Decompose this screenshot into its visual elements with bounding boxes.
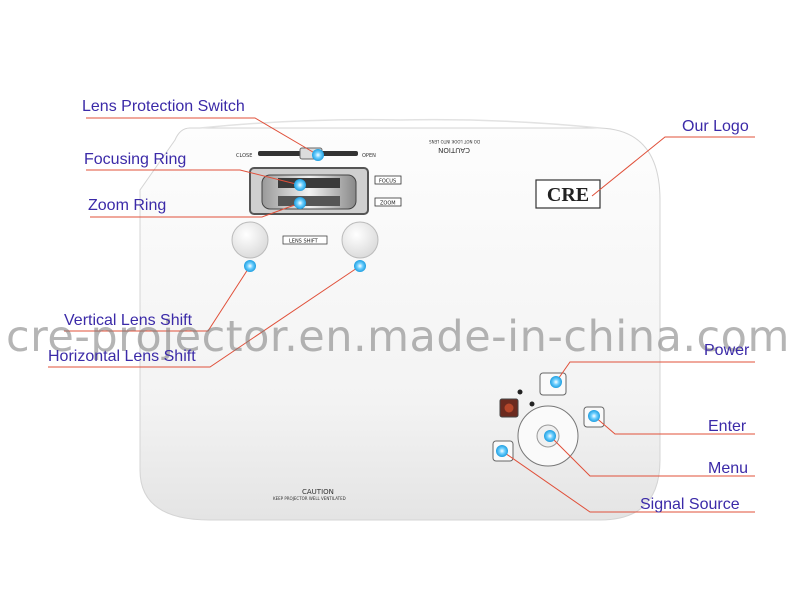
record-button-dot <box>504 403 514 413</box>
marker-focusing <box>294 179 306 191</box>
marker-menu <box>544 430 556 442</box>
marker-signal-source <box>496 445 508 457</box>
logo-brand-text: CRE <box>547 184 589 206</box>
lens-shift-tag-text: LENS SHIFT <box>289 239 319 245</box>
zoom-ring-band <box>278 196 340 206</box>
lens-shift-tag <box>282 235 328 245</box>
zoom-tag <box>374 197 402 207</box>
label-power: Power <box>704 342 750 359</box>
caution-bottom-sub: KEEP PROJECTOR WELL VENTILATED <box>273 496 346 501</box>
housing-top-ridge <box>199 118 601 129</box>
horizontal-lens-shift-knob <box>341 221 379 259</box>
leader-logo <box>591 136 755 197</box>
vertical-lens-shift-knob <box>231 221 269 259</box>
watermark-text: cre-projector.en.made-in-china.com <box>6 312 790 362</box>
marker-enter <box>588 410 600 422</box>
lens-slider-close-text: CLOSE <box>236 153 252 159</box>
label-enter: Enter <box>708 418 747 435</box>
leader-vertical-shift <box>64 265 251 332</box>
caution-top-text: CAUTION <box>438 146 470 154</box>
leader-signal-source <box>501 450 755 513</box>
label-menu: Menu <box>708 460 749 477</box>
leader-lines <box>48 117 755 513</box>
leader-zoom <box>90 202 301 218</box>
focus-ring-band <box>278 178 340 188</box>
label-zoom-ring: Zoom Ring <box>88 197 167 214</box>
marker-power <box>550 376 562 388</box>
leader-menu <box>549 435 755 477</box>
logo-plate <box>535 179 601 209</box>
label-lens-protection-switch: Lens Protection Switch <box>82 98 245 115</box>
marker-horizontal-shift <box>354 260 366 272</box>
caution-bottom-text: CAUTION <box>302 488 334 496</box>
marker-zoom <box>294 197 306 209</box>
marker-vertical-shift <box>244 260 256 272</box>
caution-top-sub: DO NOT LOOK INTO LENS <box>429 139 480 144</box>
focus-tag <box>374 175 402 185</box>
leader-horizontal-shift <box>48 265 361 368</box>
focus-tag-text: FOCUS <box>379 179 396 185</box>
leader-lens-protection <box>86 117 319 156</box>
marker-lens-protection <box>312 149 324 161</box>
label-signal-source: Signal Source <box>640 496 740 513</box>
leader-power <box>555 361 755 383</box>
leader-enter <box>593 415 755 435</box>
indicator-led-1 <box>517 389 523 395</box>
label-focusing-ring: Focusing Ring <box>84 151 187 168</box>
zoom-tag-text: ZOOM <box>380 201 396 207</box>
markers <box>244 149 600 457</box>
label-horizontal-lens-shift: Horizontal Lens Shift <box>48 348 196 365</box>
indicator-led-2 <box>529 401 535 407</box>
label-vertical-lens-shift: Vertical Lens Shift <box>64 312 193 329</box>
leader-focusing <box>86 169 301 186</box>
label-our-logo: Our Logo <box>682 118 749 135</box>
lens-slider-open-text: OPEN <box>362 153 376 159</box>
